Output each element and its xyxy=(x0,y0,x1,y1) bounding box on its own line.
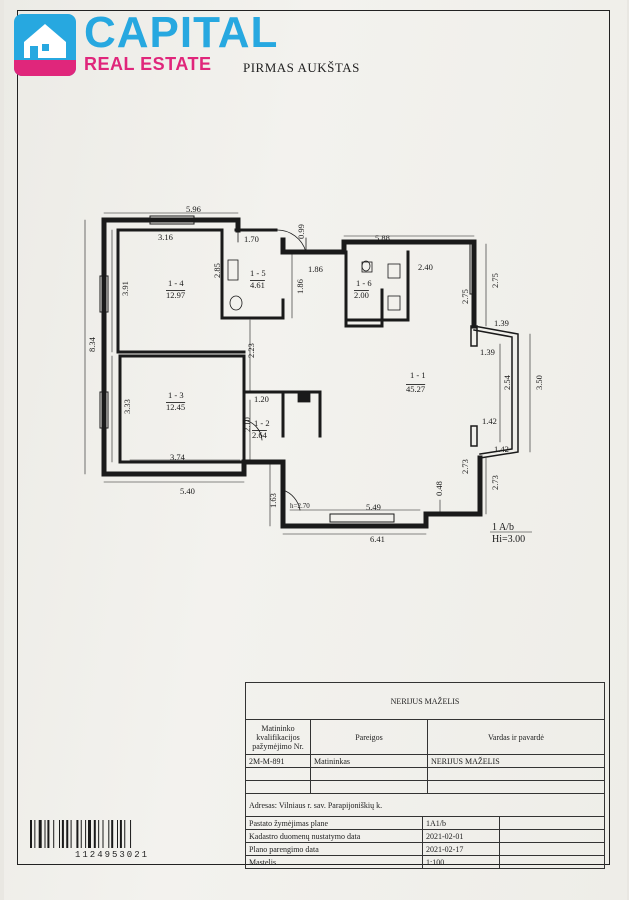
barcode-bar xyxy=(124,820,126,848)
room-1-3-id: 1 - 3 xyxy=(168,390,184,400)
logo-subtitle: REAL ESTATE xyxy=(84,54,212,74)
cert-number: 2M-M-891 xyxy=(245,754,311,768)
dim-1-70: 1.70 xyxy=(244,234,259,244)
barcode-bar xyxy=(85,820,87,848)
barcode-bar xyxy=(76,820,79,848)
ceiling-height: h=2.70 xyxy=(290,502,310,510)
details-label-0: Pastato žymėjimas plane xyxy=(245,816,423,830)
room-1-4-id: 1 - 4 xyxy=(168,278,184,288)
address-value: Vilniaus r. sav. Parapijoniškių k. xyxy=(278,800,383,810)
details-value-1: 2021-02-01 xyxy=(422,829,500,843)
details-value-2: 2021-02-17 xyxy=(422,842,500,856)
barcode-bar xyxy=(34,820,36,848)
surveyor-name: NERIJUS MAŽELIS xyxy=(427,754,605,768)
plan-height: Hi=3.00 xyxy=(492,534,525,545)
barcode-bar xyxy=(38,820,42,848)
dim-3-74: 3.74 xyxy=(170,452,186,462)
dim-2-85: 2.85 xyxy=(212,263,222,278)
cert-column-header: Matininko kvalifikacijos pažymėjimo Nr. xyxy=(245,719,311,755)
barcode-bar xyxy=(80,820,82,848)
dim-1-42b: 1.42 xyxy=(494,444,509,454)
details-value-0: 1A1/b xyxy=(422,816,500,830)
dim-2-10: 2.10 xyxy=(242,417,252,432)
barcode-bar xyxy=(98,820,100,848)
dim-1-63: 1.63 xyxy=(268,493,278,508)
title-block-surveyor: NERIJUS MAŽELIS Matininko kvalifikacijos… xyxy=(245,682,605,817)
barcode-bar xyxy=(53,820,55,848)
details-label-3: Mastelis xyxy=(245,855,423,869)
barcode-bar xyxy=(130,820,132,848)
address-cell: Adresas: Vilniaus r. sav. Parapijoniškių… xyxy=(245,793,605,817)
logo-bar xyxy=(14,60,76,76)
dim-3-91: 3.91 xyxy=(120,281,130,296)
barcode-bar xyxy=(47,820,50,848)
dim-0-99: 0.99 xyxy=(296,224,306,239)
title-block-details: Pastato žymėjimas plane 1A1/b Kadastro d… xyxy=(245,816,605,869)
room-1-1-id: 1 - 1 xyxy=(410,370,426,380)
room-1-1-area: 45.27 xyxy=(406,384,425,394)
room-1-6-area: 2.00 xyxy=(354,290,369,300)
barcode-bar xyxy=(111,820,114,848)
floor-title: PIRMAS AUKŠTAS xyxy=(243,60,360,75)
dim-0-48: 0.48 xyxy=(434,481,444,496)
company-logo: CAPITAL REAL ESTATE xyxy=(14,8,284,80)
surveyor-position: Matininkas xyxy=(310,754,428,768)
barcode-bar xyxy=(108,820,110,848)
room-1-5-id: 1 - 5 xyxy=(250,268,266,278)
dim-3-33: 3.33 xyxy=(122,399,132,414)
name-column-header: Vardas ir pavardė xyxy=(427,719,605,755)
dim-2-40: 2.40 xyxy=(418,262,433,272)
dim-2-54: 2.54 xyxy=(502,374,512,390)
dim-1-20: 1.20 xyxy=(254,394,269,404)
dim-2-73a: 2.73 xyxy=(460,459,470,474)
dim-1-39a: 1.39 xyxy=(494,318,509,328)
dim-5-96: 5.96 xyxy=(186,204,201,214)
dim-1-86b: 1.86 xyxy=(295,279,305,294)
barcode-bar xyxy=(70,820,72,848)
position-column-header: Pareigos xyxy=(310,719,428,755)
dim-1-86a: 1.86 xyxy=(308,264,323,274)
barcode-bar xyxy=(30,820,32,848)
dim-3-50: 3.50 xyxy=(534,375,544,390)
barcode-bar xyxy=(44,820,46,848)
barcode-bar xyxy=(61,820,64,848)
dim-1-42a: 1.42 xyxy=(482,416,497,426)
dim-2-73b: 2.73 xyxy=(490,475,500,490)
barcode-bar xyxy=(117,820,118,848)
room-1-4-area: 12.97 xyxy=(166,290,185,300)
barcode-bar xyxy=(59,820,60,848)
barcode-number: 1124953021 xyxy=(75,850,150,860)
address-label: Adresas: xyxy=(249,800,277,810)
logo-name: CAPITAL xyxy=(84,8,279,57)
details-label-1: Kadastro duomenų nustatymo data xyxy=(245,829,423,843)
barcode-bar xyxy=(66,820,69,848)
dim-8-34: 8.34 xyxy=(87,336,97,352)
room-1-3-area: 12.45 xyxy=(166,402,185,412)
dim-2-75b: 2.75 xyxy=(490,273,500,288)
logo-mark xyxy=(14,14,76,76)
dim-6-41: 6.41 xyxy=(370,534,385,544)
surveyor-header: NERIJUS MAŽELIS xyxy=(245,682,605,720)
dim-5-88: 5.88 xyxy=(375,233,390,243)
barcode-bar xyxy=(102,820,104,848)
barcode-bar xyxy=(93,820,96,848)
details-label-2: Plano parengimo data xyxy=(245,842,423,856)
barcode-bar xyxy=(119,820,122,848)
dim-2-75a: 2.75 xyxy=(460,289,470,304)
details-value-3: 1:100 xyxy=(422,855,500,869)
barcode xyxy=(30,820,132,848)
room-1-6-id: 1 - 6 xyxy=(356,278,372,288)
dim-2-23: 2.23 xyxy=(246,343,256,358)
dim-5-40: 5.40 xyxy=(180,486,195,496)
dim-5-49: 5.49 xyxy=(366,502,381,512)
room-1-2-area: 2.64 xyxy=(252,430,268,440)
dim-3-16: 3.16 xyxy=(158,232,173,242)
room-1-5-area: 4.61 xyxy=(250,280,265,290)
dim-1-39b: 1.39 xyxy=(480,347,495,357)
barcode-bar xyxy=(88,820,91,848)
room-1-2-id: 1 - 2 xyxy=(254,418,270,428)
house-icon xyxy=(24,24,66,58)
plan-code: 1 A/b xyxy=(492,522,514,533)
